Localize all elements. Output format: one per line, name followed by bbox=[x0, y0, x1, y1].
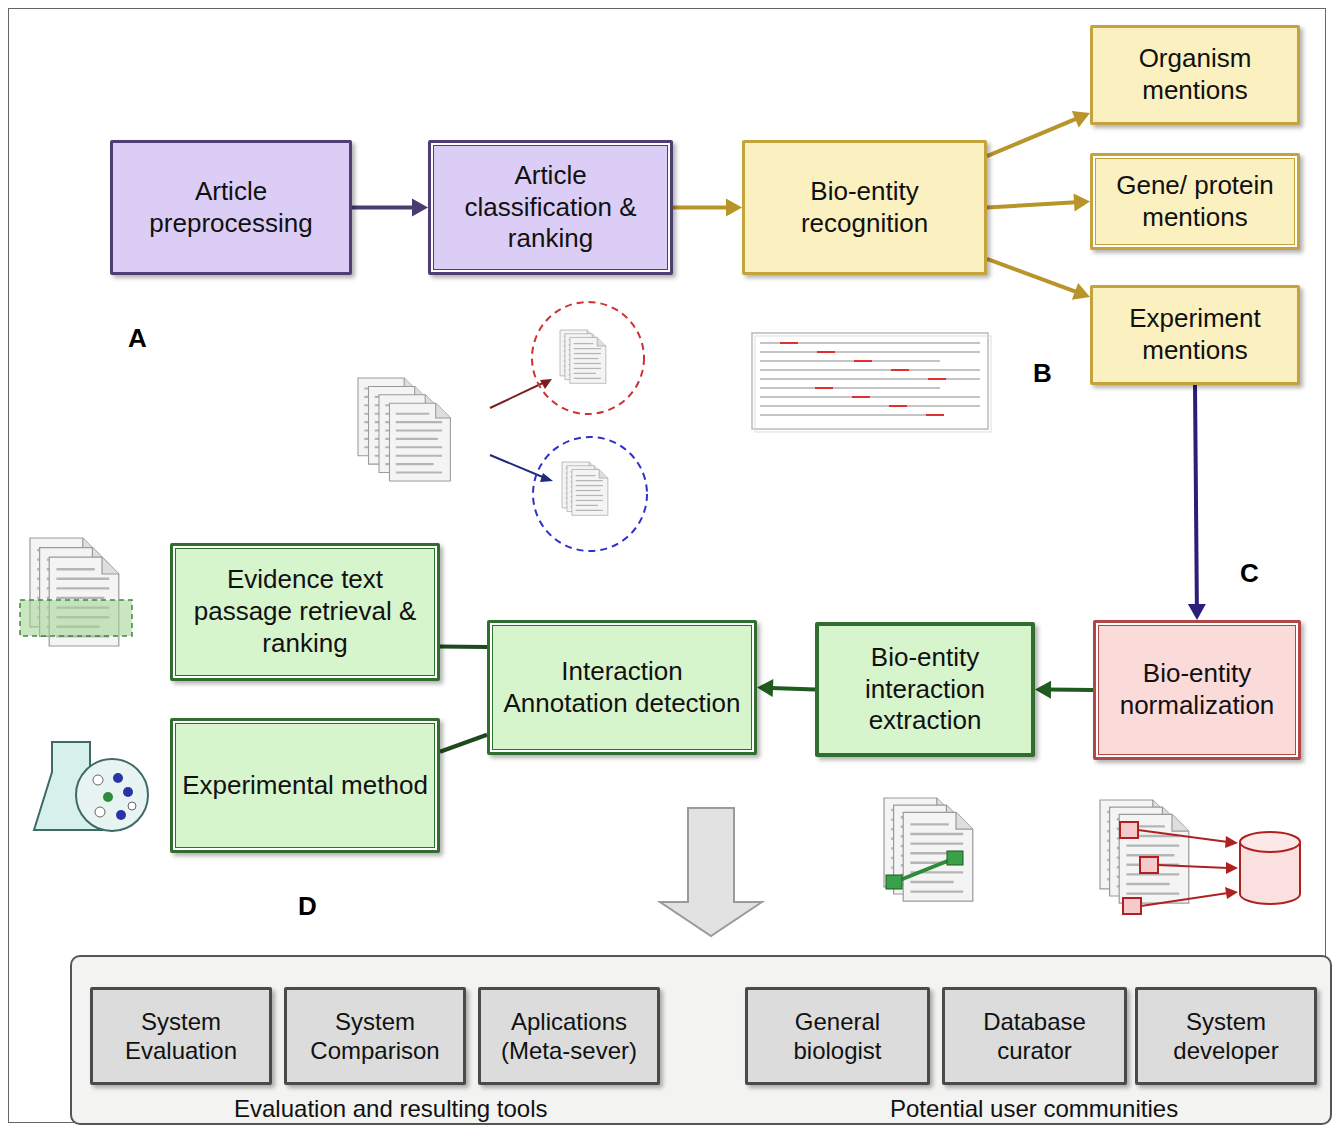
connector bbox=[673, 199, 742, 217]
connector bbox=[1035, 681, 1093, 699]
process-box: Bio-entity normalization bbox=[1093, 620, 1301, 760]
output-box: Gene/ protein mentions bbox=[1090, 153, 1300, 250]
text-line bbox=[760, 369, 980, 371]
connector bbox=[757, 679, 815, 697]
arrowhead bbox=[1035, 681, 1051, 699]
connector-line bbox=[987, 118, 1077, 156]
box-label: System Evaluation bbox=[101, 1007, 261, 1066]
entity-mark bbox=[815, 387, 833, 389]
arrowhead bbox=[1072, 283, 1090, 300]
entity-mark bbox=[889, 405, 907, 407]
arrowhead bbox=[726, 199, 742, 217]
category-box: General biologist bbox=[745, 987, 930, 1085]
output-box: Experimental method bbox=[170, 718, 440, 853]
box-label: Database curator bbox=[953, 1007, 1116, 1066]
box-label: Gene/ protein mentions bbox=[1101, 170, 1289, 233]
process-box: Article preprocessing bbox=[110, 140, 352, 275]
box-label: Experimental method bbox=[182, 770, 428, 802]
connector-line bbox=[987, 202, 1076, 207]
output-box: Evidence text passage retrieval & rankin… bbox=[170, 543, 440, 681]
arrowhead bbox=[1188, 604, 1206, 620]
box-label: System developer bbox=[1146, 1007, 1306, 1066]
output-box: Experiment mentions bbox=[1090, 285, 1300, 385]
box-label: Bio-entity normalization bbox=[1104, 658, 1290, 721]
box-label: Article preprocessing bbox=[121, 176, 341, 239]
box-label: Aplications (Meta-sever) bbox=[489, 1007, 649, 1066]
connector-line bbox=[1195, 385, 1197, 606]
box-label: Bio-entity interaction extraction bbox=[826, 642, 1024, 737]
arrowhead bbox=[412, 199, 428, 217]
panel-letter: C bbox=[1240, 558, 1259, 589]
connector-line bbox=[673, 206, 728, 210]
arrowhead bbox=[1074, 193, 1090, 211]
text-line bbox=[760, 360, 940, 362]
box-label: Organism mentions bbox=[1101, 43, 1289, 106]
box-label: Interaction Annotation detection bbox=[498, 656, 746, 719]
connector bbox=[440, 735, 487, 752]
entity-mark bbox=[780, 342, 798, 344]
process-box: Interaction Annotation detection bbox=[487, 620, 757, 755]
connector-line bbox=[440, 645, 487, 650]
box-label: General biologist bbox=[756, 1007, 919, 1066]
text-line bbox=[760, 405, 980, 407]
category-box: Aplications (Meta-sever) bbox=[478, 987, 660, 1085]
box-label: Evidence text passage retrieval & rankin… bbox=[181, 564, 429, 659]
text-line bbox=[760, 396, 980, 398]
panel-caption: Potential user communities bbox=[890, 1095, 1178, 1123]
entity-mark bbox=[926, 414, 944, 416]
process-box: Bio-entity interaction extraction bbox=[815, 622, 1035, 757]
connector-line bbox=[1049, 688, 1093, 692]
category-box: System Evaluation bbox=[90, 987, 272, 1085]
process-box: Bio-entity recognition bbox=[742, 140, 987, 275]
category-box: System Comparison bbox=[284, 987, 466, 1085]
category-box: Database curator bbox=[942, 987, 1127, 1085]
output-box: Organism mentions bbox=[1090, 25, 1300, 125]
connector bbox=[440, 646, 487, 648]
connector bbox=[987, 193, 1090, 211]
entity-mark bbox=[817, 351, 835, 353]
connector-line bbox=[440, 735, 487, 752]
entity-mark bbox=[852, 396, 870, 398]
text-line bbox=[760, 378, 980, 380]
connector-line bbox=[771, 688, 815, 690]
box-label: Experiment mentions bbox=[1101, 303, 1289, 366]
panel-caption: Evaluation and resulting tools bbox=[234, 1095, 548, 1123]
entity-mark bbox=[928, 378, 946, 380]
process-box: Article classification & ranking bbox=[428, 140, 673, 275]
panel-letter: B bbox=[1033, 358, 1052, 389]
connector bbox=[352, 199, 428, 217]
panel-letter: A bbox=[128, 323, 147, 354]
box-label: Bio-entity recognition bbox=[753, 176, 976, 239]
connector-line bbox=[352, 206, 414, 210]
text-line bbox=[760, 342, 980, 344]
entity-mark bbox=[891, 369, 909, 371]
connector bbox=[1188, 385, 1206, 620]
connector-line bbox=[987, 259, 1077, 292]
arrowhead bbox=[757, 679, 773, 697]
arrowhead bbox=[1072, 111, 1090, 128]
entity-mark bbox=[854, 360, 872, 362]
connector bbox=[987, 259, 1090, 300]
text-line bbox=[760, 351, 980, 353]
box-label: Article classification & ranking bbox=[439, 160, 662, 255]
text-line bbox=[760, 414, 940, 416]
text-line bbox=[760, 387, 940, 389]
box-label: System Comparison bbox=[295, 1007, 455, 1066]
panel-letter: D bbox=[298, 891, 317, 922]
category-box: System developer bbox=[1135, 987, 1317, 1085]
connector bbox=[987, 111, 1090, 156]
panel: Evaluation and resulting tools Potential … bbox=[70, 955, 1332, 1125]
